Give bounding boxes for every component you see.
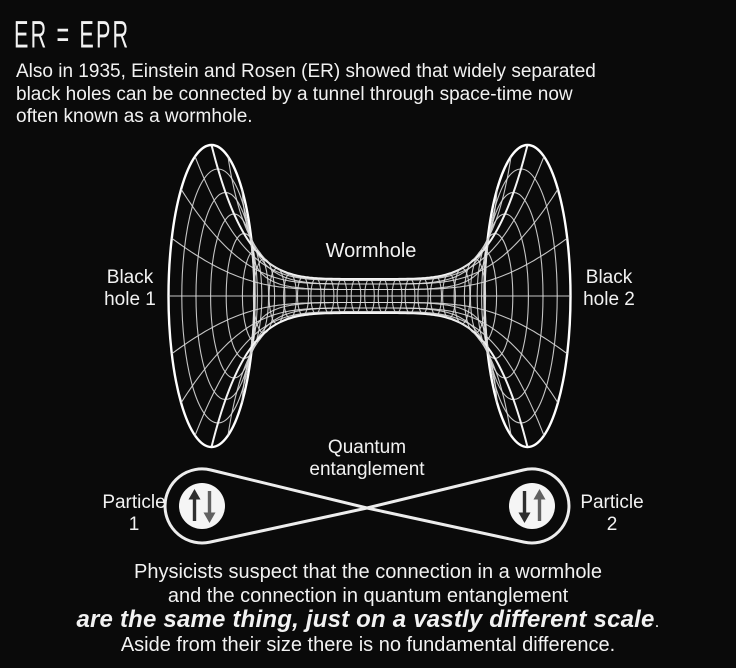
intro-line: Also in 1935, Einstein and Rosen (ER) sh… (16, 61, 596, 82)
entanglement-loop-right (365, 467, 571, 545)
footer-emphasis-line: are the same thing, just on a vastly dif… (0, 606, 736, 634)
black-hole-1-label: Black hole 1 (104, 267, 156, 310)
particle-2-circle (509, 483, 555, 529)
intro-line: often known as a wormhole. (16, 106, 253, 127)
page-title: ER = EPR (14, 14, 131, 57)
intro-paragraph: Also in 1935, Einstein and Rosen (ER) sh… (16, 61, 596, 129)
black-hole-2-label: Black hole 2 (583, 267, 635, 310)
footer-emphasis-text: are the same thing, just on a vastly dif… (76, 606, 655, 633)
entanglement-loop-left (163, 467, 369, 545)
spin-down-arrow-icon-p2 (518, 491, 531, 523)
wormhole-wireframe (167, 143, 572, 449)
entanglement-diagram (163, 467, 571, 545)
quantum-entanglement-label: Quantum entanglement (309, 437, 425, 480)
spin-down-arrow-icon-p1 (203, 491, 216, 523)
particle-1-label: Particle 1 (102, 492, 166, 535)
spin-up-arrow-icon-p1 (188, 489, 201, 521)
spin-up-arrow-icon-p2 (533, 489, 546, 521)
particle-2-label: Particle 2 (580, 492, 644, 535)
footer-emphasis-period: . (654, 612, 660, 631)
intro-line: black holes can be connected by a tunnel… (16, 83, 573, 105)
particle-1-circle (179, 483, 225, 529)
footer-line-2: and the connection in quantum entangleme… (167, 585, 569, 607)
footer-line-1: Physicists suspect that the connection i… (133, 561, 603, 583)
wormhole-label: Wormhole (325, 240, 417, 262)
footer-line-4: Aside from their size there is no fundam… (120, 634, 616, 656)
